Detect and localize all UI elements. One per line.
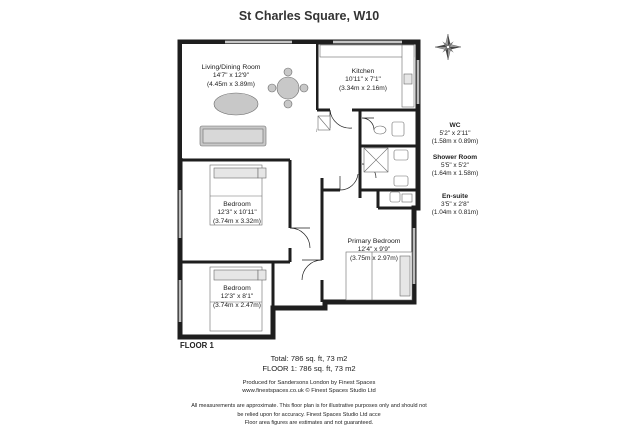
room-label-kitchen: Kitchen 10'11" x 7'1" (3.34m x 2.16m) (338, 68, 387, 92)
bathroom-fittings (363, 121, 413, 203)
room-label-living: Living/Dining Room 14'7" x 12'9" (4.45m … (201, 64, 261, 88)
area-totals: Total: 786 sq. ft, 73 m2 FLOOR 1: 786 sq… (0, 354, 618, 374)
room-label-wc: WC 5'2" x 2'11" (1.58m x 0.89m) (431, 122, 479, 146)
room-label-shower: Shower Room 5'5" x 5'2" (1.64m x 1.58m) (431, 154, 479, 178)
room-label-bedroom-2: Bedroom 12'3" x 8'1" (3.74m x 2.47m) (212, 285, 261, 309)
floor-area: FLOOR 1: 786 sq. ft, 73 m2 (262, 363, 356, 373)
room-label-primary: Primary Bedroom 12'4" x 9'9" (3.75m x 2.… (347, 238, 401, 262)
windows (178, 40, 420, 322)
disclaimer: All measurements are approximate. This f… (191, 403, 427, 427)
bedroom-furniture (209, 164, 413, 332)
window-lines (178, 40, 420, 322)
plan-title: St Charles Square, W10 (238, 9, 380, 23)
room-label-bedroom-1: Bedroom 12'3" x 10'11" (3.74m x 3.32m) (212, 201, 261, 225)
coffee-table (213, 92, 259, 116)
kitchen-fittings (319, 44, 415, 108)
interior-walls (180, 42, 418, 308)
living-furniture (182, 44, 316, 158)
room-label-ensuite: En-suite 3'5" x 2'8" (1.04m x 0.81m) (431, 193, 479, 217)
hall-features (317, 115, 331, 131)
total-area: Total: 786 sq. ft, 73 m2 (270, 354, 348, 363)
dining-table (276, 76, 300, 100)
compass-icon (434, 33, 462, 61)
floor-label: FLOOR 1 (180, 341, 214, 350)
credits: Produced for Sandersons London by Finest… (242, 380, 376, 394)
exterior-walls (177, 39, 421, 340)
